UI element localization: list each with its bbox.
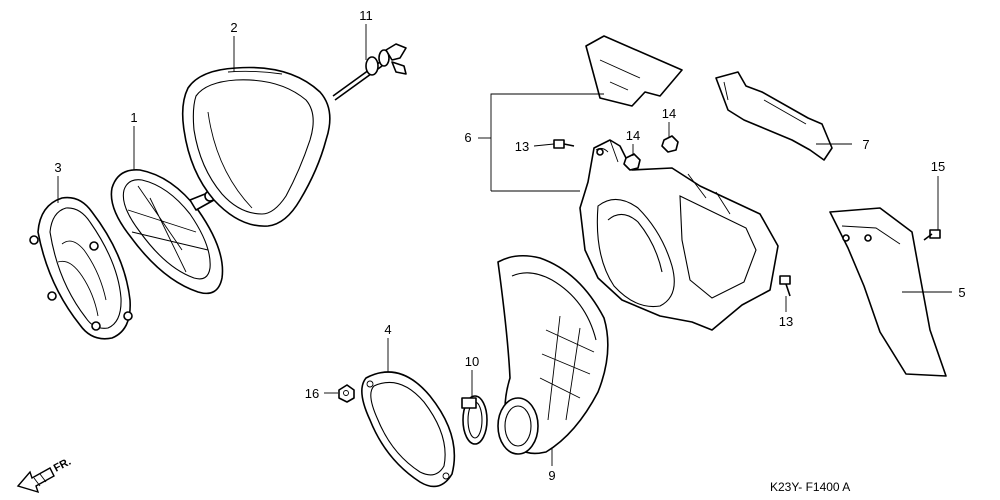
part-3-holder-plate[interactable] xyxy=(29,196,133,340)
callout-14-right: 14 xyxy=(662,106,676,121)
part-9-intake-duct[interactable] xyxy=(497,254,609,455)
front-arrow-icon xyxy=(16,467,55,494)
callout-9: 9 xyxy=(548,468,555,483)
part-6-air-cleaner-case[interactable] xyxy=(579,139,779,331)
part-13-bolt-lower[interactable] xyxy=(779,275,791,297)
callout-5: 5 xyxy=(958,285,965,300)
part-15-bolt[interactable] xyxy=(923,229,941,241)
callout-15: 15 xyxy=(931,159,945,174)
part-14-nut-right[interactable] xyxy=(661,135,679,153)
callout-3: 3 xyxy=(54,160,61,175)
part-4-gasket[interactable] xyxy=(361,371,456,488)
callout-7: 7 xyxy=(862,137,869,152)
callout-13-upper: 13 xyxy=(515,139,529,154)
part-1-element-frame[interactable] xyxy=(110,169,224,295)
diagram-code: K23Y- F1400 A xyxy=(770,480,850,494)
front-label: FR. xyxy=(52,456,73,475)
callout-11: 11 xyxy=(359,8,373,23)
part-7-bracket-plate[interactable] xyxy=(715,71,833,161)
front-marker: FR. xyxy=(16,456,73,494)
callout-4: 4 xyxy=(384,322,391,337)
leader-lines xyxy=(57,24,952,466)
callout-16: 16 xyxy=(305,386,319,401)
callout-10: 10 xyxy=(465,354,479,369)
callout-2: 2 xyxy=(230,20,237,35)
part-6-top-plate[interactable] xyxy=(585,35,683,107)
callout-14-left: 14 xyxy=(626,128,640,143)
callout-6: 6 xyxy=(464,130,471,145)
part-10-hose-clamp[interactable] xyxy=(461,395,488,445)
part-16-bolt[interactable] xyxy=(338,384,355,403)
part-5-splash-shield[interactable] xyxy=(829,207,947,377)
part-11-wing-bolt[interactable] xyxy=(332,43,407,101)
part-2-air-filter-element[interactable] xyxy=(181,66,331,227)
callout-1: 1 xyxy=(130,110,137,125)
part-14-nut-left[interactable] xyxy=(623,153,641,171)
part-13-bolt-upper[interactable] xyxy=(553,139,575,149)
callout-13-lower: 13 xyxy=(779,314,793,329)
